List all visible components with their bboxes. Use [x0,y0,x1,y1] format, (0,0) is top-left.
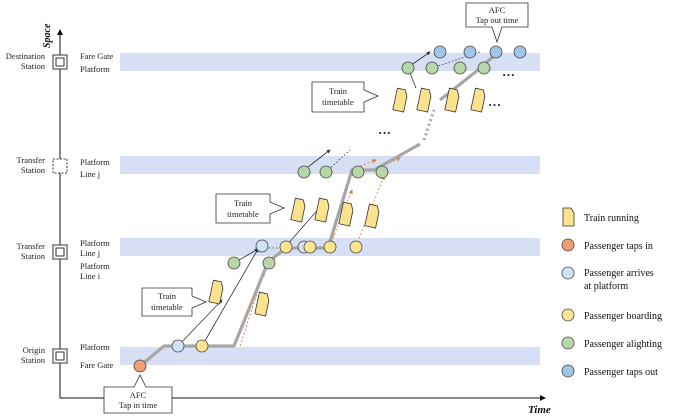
station-icon-origin [52,348,68,364]
train-icon [444,87,460,113]
boarding-marker [303,240,317,254]
alighting-marker [297,165,311,179]
alighting-marker [425,61,439,75]
legend-label-tap-in: Passenger taps in [584,241,653,252]
legend-alighting-icon [561,336,575,350]
band-origin [120,347,540,365]
legend-label-tap-out: Passenger taps out [584,367,658,378]
level-fare-gate-top: Fare Gate [80,51,114,61]
legend-tap-in-icon [561,238,575,252]
train-icon [314,197,330,223]
band-destination [120,53,540,71]
legend-train-icon [562,207,575,227]
arrive-marker [171,339,185,353]
train-icon [470,87,486,113]
boarding-marker [195,339,209,353]
level-fare-gate-bottom: Fare Gate [80,360,114,370]
y-axis-title: Space [42,23,53,48]
station-icon-transfer-upper [52,158,68,174]
tap-out-marker [433,45,447,59]
station-icon-transfer-lower [52,244,68,260]
train-icon [254,291,270,317]
boarding-marker [279,240,293,254]
legend-tap-out-icon [561,364,575,378]
band-transfer-upper [120,156,540,174]
arrive-marker [255,239,269,253]
x-axis-title: Time [528,404,551,416]
ellipsis-middle: … [378,122,391,137]
train-icon [416,87,432,113]
train-icon [364,203,380,229]
train-icon [290,197,306,223]
journey-path-dotted [422,109,436,141]
level-platform-top: Platform [80,64,110,74]
tap-out-marker [513,45,527,59]
alighting-marker [227,256,241,270]
alighting-marker [477,61,491,75]
alighting-marker [453,61,467,75]
train-icon [338,201,354,227]
orange-arrow-4 [359,159,377,167]
legend-label-boarding: Passenger boarding [584,311,662,322]
boarding-marker [349,240,363,254]
train-icon [392,87,408,113]
level-platform-origin: Platform [80,342,110,352]
legend-label-train: Train running [584,213,639,224]
alighting-marker [351,165,365,179]
ellipsis-top-right-1: … [502,64,515,79]
path-thin-1 [177,299,223,347]
path-thin-5 [303,149,331,171]
legend-boarding-icon [561,308,575,322]
boarding-marker [323,240,337,254]
alighting-marker [375,165,389,179]
tap-out-marker [489,45,503,59]
legend-arrive-icon [561,266,575,280]
alighting-marker [319,165,333,179]
ellipsis-top-right-2: … [488,94,501,109]
train-icon [208,279,224,305]
path-thin-4 [285,204,323,247]
legend: Train running Passenger taps in Passenge… [561,207,662,378]
alighting-marker [262,256,276,270]
alighting-marker [401,61,415,75]
tap-out-marker [463,45,477,59]
tap-in-marker [133,359,147,373]
station-icon-destination [52,54,68,70]
path-thin-2 [201,248,259,347]
legend-label-alighting: Passenger alighting [584,339,662,350]
